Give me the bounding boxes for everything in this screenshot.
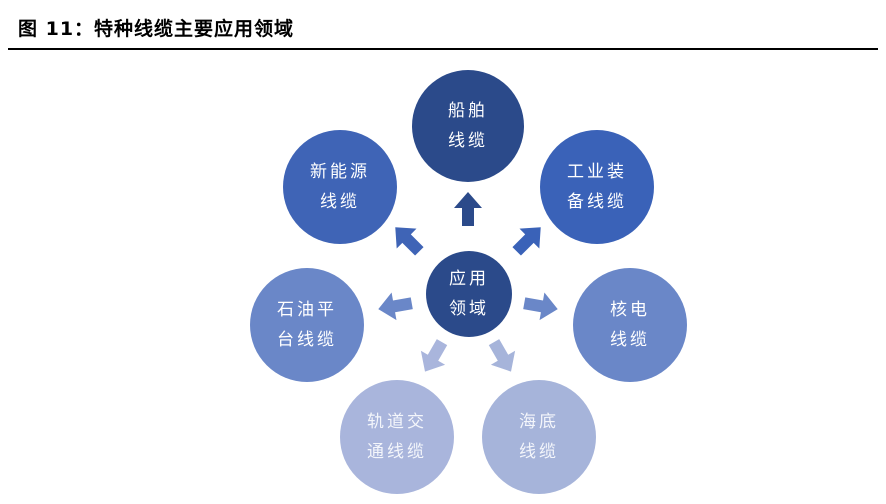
node-rail-line-2: 通线缆 bbox=[367, 442, 427, 462]
node-ship-cable: 船舶 线缆 bbox=[412, 70, 524, 182]
arrow-to-oil bbox=[378, 292, 413, 321]
arrow-to-rail bbox=[420, 339, 448, 372]
arrow-to-newenergy bbox=[395, 227, 424, 256]
arrow-to-ship bbox=[454, 192, 482, 226]
node-nuclear-line-2: 线缆 bbox=[610, 330, 650, 350]
node-rail-cable: 轨道交 通线缆 bbox=[340, 380, 454, 494]
node-ship-line-2: 线缆 bbox=[448, 131, 488, 151]
node-industrial-cable: 工业装 备线缆 bbox=[540, 130, 654, 244]
arrow-rail-shape bbox=[420, 339, 448, 372]
node-oil-line-1: 石油平 bbox=[277, 300, 337, 320]
node-new-energy-cable: 新能源 线缆 bbox=[283, 130, 397, 244]
node-nuclear-line-1: 核电 bbox=[610, 300, 650, 320]
node-subsea-cable: 海底 线缆 bbox=[482, 380, 596, 494]
arrow-to-nuclear bbox=[523, 292, 558, 321]
title-divider bbox=[8, 48, 878, 50]
node-industrial-line-1: 工业装 bbox=[567, 162, 627, 182]
node-oil-platform-cable: 石油平 台线缆 bbox=[250, 268, 364, 382]
node-newenergy-line-1: 新能源 bbox=[310, 162, 370, 182]
node-newenergy-line-2: 线缆 bbox=[320, 192, 360, 212]
node-subsea-line-2: 线缆 bbox=[519, 442, 559, 462]
arrow-ship-shape bbox=[454, 192, 482, 226]
arrow-to-subsea bbox=[488, 339, 516, 372]
arrow-industrial-shape bbox=[512, 227, 541, 256]
center-node: 应用 领域 bbox=[426, 251, 512, 337]
arrow-newenergy-shape bbox=[395, 227, 424, 256]
node-nuclear-cable: 核电 线缆 bbox=[573, 268, 687, 382]
figure-title: 图 11：特种线缆主要应用领域 bbox=[18, 18, 295, 40]
node-rail-line-1: 轨道交 bbox=[367, 412, 427, 432]
node-subsea-line-1: 海底 bbox=[519, 412, 559, 432]
arrow-to-industrial bbox=[512, 227, 541, 256]
node-ship-line-1: 船舶 bbox=[448, 101, 488, 121]
node-oil-line-2: 台线缆 bbox=[277, 330, 337, 350]
center-line-2: 领域 bbox=[449, 299, 489, 319]
arrow-oil-shape bbox=[378, 292, 413, 321]
node-industrial-line-2: 备线缆 bbox=[567, 192, 627, 212]
arrow-subsea-shape bbox=[488, 339, 516, 372]
center-line-1: 应用 bbox=[449, 269, 489, 289]
arrow-nuclear-shape bbox=[523, 292, 558, 321]
